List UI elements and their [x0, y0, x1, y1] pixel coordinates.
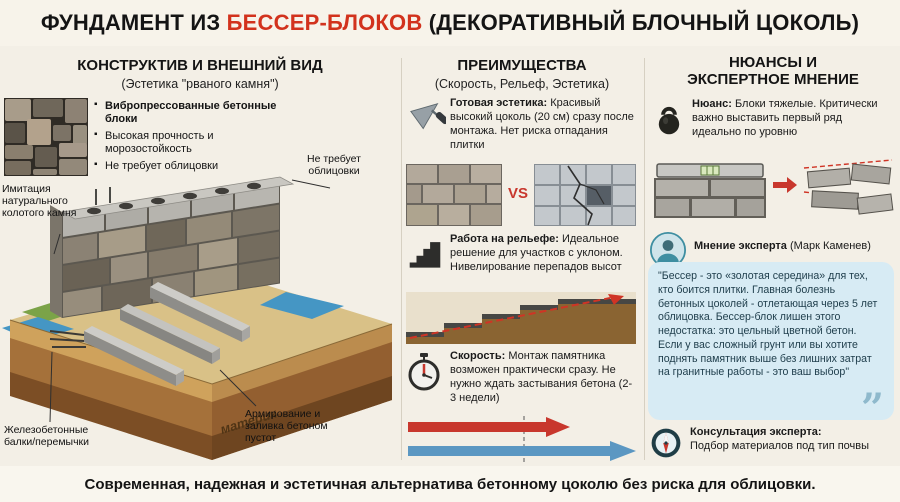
compass-icon: [651, 428, 681, 458]
middle-column-title: ПРЕИМУЩЕСТВА: [457, 57, 587, 74]
expert-quote-bubble: "Бессер - это «золотая середина» для тех…: [648, 262, 894, 432]
left-column-subtitle: (Эстетика "рваного камня"): [121, 77, 279, 91]
nuance-block: Нюанс: Блоки тяжелые. Критически важно в…: [692, 98, 894, 140]
advantage-terrain-heading: Работа на рельефе:: [450, 233, 559, 245]
advantage-speed-heading: Скорость:: [450, 350, 506, 362]
advantage-terrain-text: Идеальное решение для участков с уклоном…: [450, 233, 623, 273]
nuance-text: Блоки тяжелые. Критически важно выставит…: [692, 98, 878, 138]
advantage-aesthetics: Готовая эстетика: Красивый высокий цокол…: [450, 97, 638, 153]
cracked-tiles-photo: [534, 164, 636, 226]
expert-heading: Мнение эксперта: [694, 240, 787, 252]
right-arrow-icon: [773, 177, 797, 193]
advantage-aesthetics-heading: Готовая эстетика:: [450, 97, 548, 109]
feature-item: Не требует облицовки: [94, 159, 302, 173]
expert-name: (Марк Каменев): [789, 240, 871, 252]
page-footer: Современная, надежная и эстетичная альте…: [0, 466, 900, 502]
feature-item-title: Вибропрессованные бетонные блоки: [94, 99, 302, 127]
consultation-block: Консультация эксперта: Подбор материалов…: [690, 426, 895, 454]
stopwatch-icon: [408, 353, 440, 391]
page-title: ФУНДАМЕНТ ИЗ БЕССЕР-БЛОКОВ (ДЕКОРАТИВНЫЙ…: [41, 10, 859, 36]
trowel-icon: [410, 103, 446, 130]
label-imitation: Имитация натурального колотого камня: [2, 183, 77, 220]
title-part-2: (ДЕКОРАТИВНЫЙ БЛОЧНЫЙ ЦОКОЛЬ): [422, 10, 860, 35]
kettlebell-icon: [658, 106, 680, 135]
middle-column-subtitle: (Скорость, Рельеф, Эстетика): [434, 77, 610, 91]
right-title-line1: НЮАНСЫ И: [728, 54, 818, 71]
left-column-title: КОНСТРУКТИВ И ВНЕШНИЙ ВИД: [77, 57, 323, 74]
label-reinforce: Армирование и заливка бетоном пустот: [245, 408, 328, 445]
column-divider-1: [401, 58, 402, 460]
title-part-1: ФУНДАМЕНТ ИЗ: [40, 10, 227, 35]
block-features-list: Вибропрессованные бетонные блоки Высокая…: [94, 99, 302, 176]
quote-mark-icon: ”: [860, 385, 884, 432]
right-column-title: НЮАНСЫ И ЭКСПЕРТНОЕ МНЕНИЕ: [648, 54, 898, 89]
feature-item: Высокая прочность и морозостойкость: [94, 129, 302, 157]
advantage-terrain: Работа на рельефе: Идеальное решение для…: [450, 233, 638, 275]
advantage-speed-text: Монтаж памятника возможен практически ср…: [450, 350, 633, 404]
besser-wall-photo: [406, 164, 502, 226]
expert-opinion-header: Мнение эксперта (Марк Каменев): [694, 240, 894, 254]
nuance-heading: Нюанс:: [692, 98, 732, 110]
advantage-aesthetics-text: Красивый высокий цоколь (20 см) сразу по…: [450, 97, 634, 151]
expert-quote-text: "Бессер - это «золотая середина» для тех…: [658, 270, 878, 379]
footer-text: Современная, надежная и эстетичная альте…: [84, 475, 816, 493]
label-no-cladding: Не требует облицовки: [307, 153, 361, 178]
advantage-speed: Скорость: Монтаж памятника возможен прак…: [450, 350, 638, 406]
expert-avatar-icon: [650, 232, 686, 268]
column-divider-2: [644, 58, 645, 460]
foundation-isometric-diagram: материк: [2, 176, 393, 460]
page-header: ФУНДАМЕНТ ИЗ БЕССЕР-БЛОКОВ (ДЕКОРАТИВНЫЙ…: [0, 0, 900, 46]
consultation-text: Подбор материалов под тип почвы: [690, 439, 870, 452]
right-title-line2: ЭКСПЕРТНОЕ МНЕНИЕ: [687, 70, 859, 88]
speed-comparison-arrows: [408, 416, 636, 464]
slope-steps-photo: [406, 292, 636, 344]
title-brand: БЕССЕР-БЛОКОВ: [226, 10, 423, 35]
consultation-heading: Консультация эксперта:: [690, 426, 822, 438]
vs-label: VS: [507, 185, 528, 202]
label-beams: Железобетонные балки/перемычки: [4, 424, 90, 449]
stairs-icon: [409, 242, 441, 268]
stone-texture-photo: [4, 98, 88, 176]
uneven-blocks-photo: [803, 159, 894, 215]
level-on-blocks-photo: [654, 163, 766, 218]
